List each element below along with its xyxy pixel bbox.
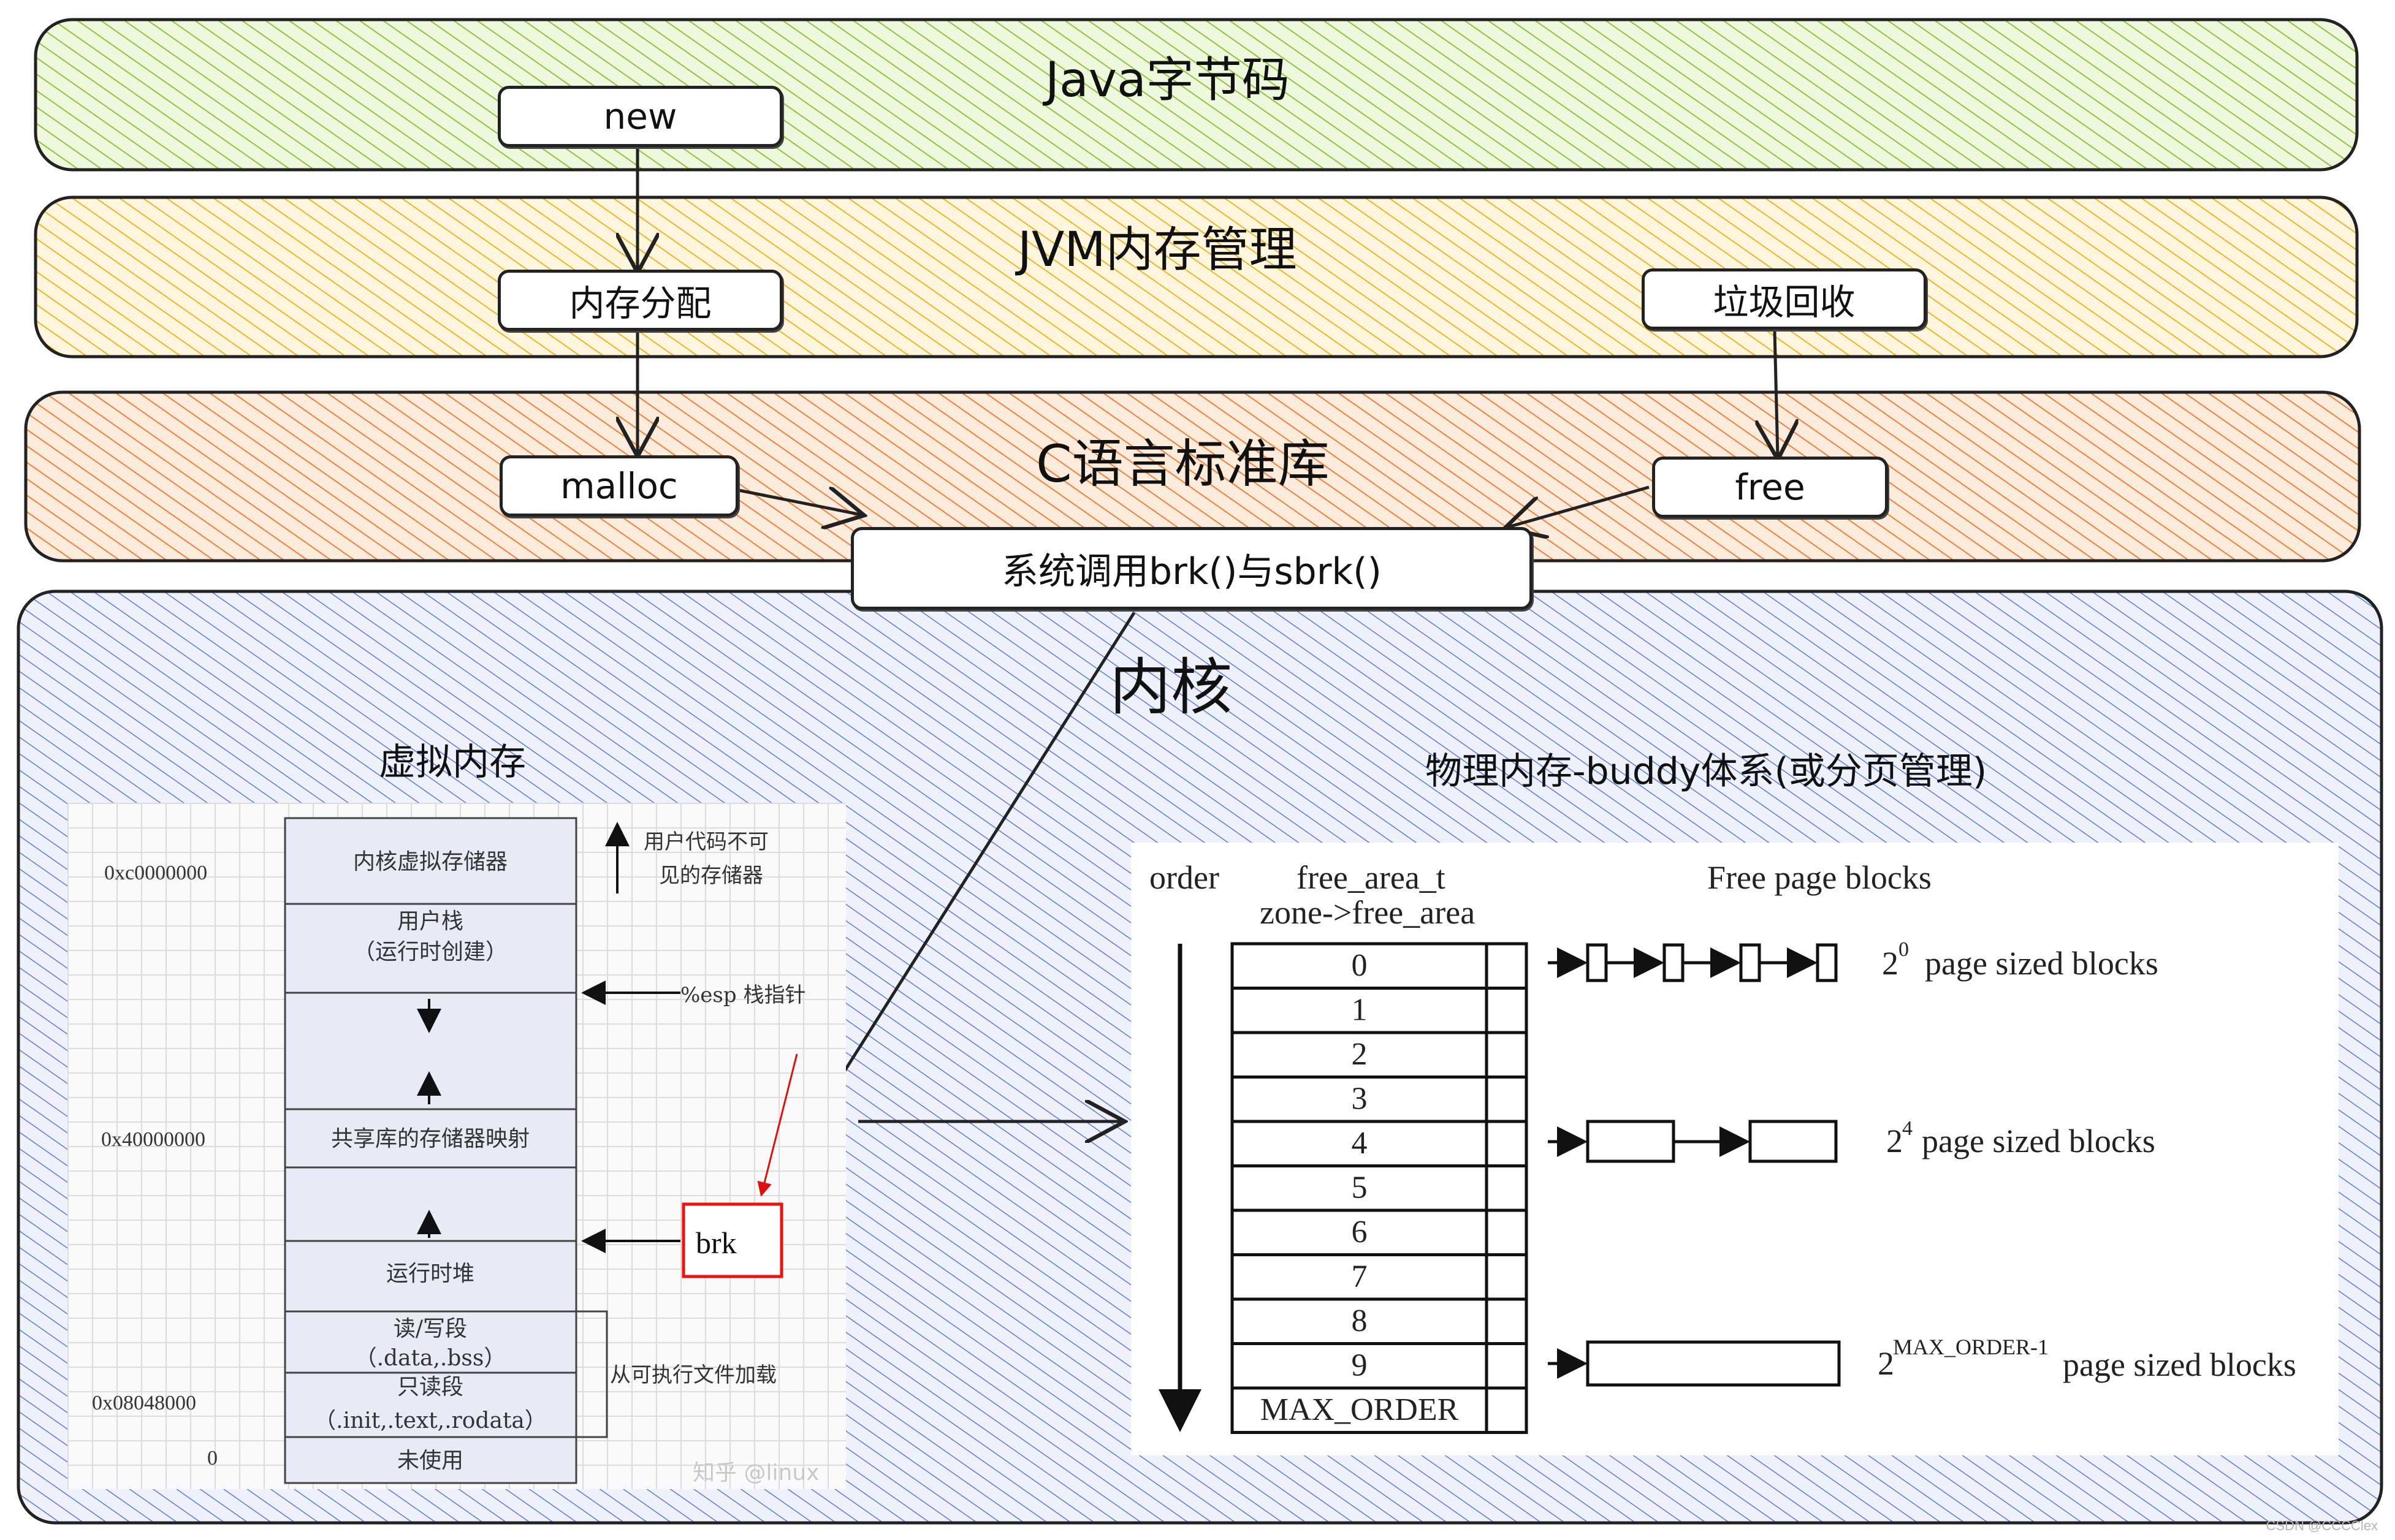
block-label-base: 2 <box>1886 1123 1903 1159</box>
order-cell <box>1230 1208 1488 1256</box>
block-label-text: page sized blocks <box>2063 1346 2296 1383</box>
order-label: 4 <box>1352 1126 1368 1161</box>
buddy-drawing: order free_area_t zone->free_area Free p… <box>1149 859 2296 1434</box>
block-label-text: page sized blocks <box>1925 945 2158 982</box>
block-label-exp: 4 <box>1902 1117 1913 1140</box>
order-label: 6 <box>1352 1215 1368 1250</box>
page-block <box>1586 1120 1675 1163</box>
vm-segment-label: 运行时堆 <box>386 1261 474 1286</box>
vm-brk-label: brk <box>696 1226 737 1260</box>
page-block <box>1662 943 1685 982</box>
vm-segment-label: 用户栈 <box>397 909 463 934</box>
vm-segment-label: 读/写段 <box>394 1316 467 1341</box>
brk-red-arrow <box>757 1053 798 1197</box>
layer-title-jvm: JVM内存管理 <box>1018 222 1297 278</box>
layer-title-kernel: 内核 <box>1110 651 1232 723</box>
order-label: 8 <box>1352 1303 1368 1338</box>
arrow-free-to-syscall <box>1508 485 1650 527</box>
order-cell <box>1230 1386 1488 1434</box>
vm-address: 0xc0000000 <box>104 862 207 884</box>
page-block <box>1586 943 1608 982</box>
order-pointer-cell <box>1485 1386 1528 1434</box>
new-box: new <box>498 86 783 147</box>
memory-alloc-box: 内存分配 <box>498 270 783 331</box>
virtual-memory-panel: 0xc0000000 0x40000000 0x08048000 0 内核虚拟存… <box>67 803 846 1489</box>
vm-load-bracket <box>576 1310 608 1438</box>
order-label: MAX_ORDER <box>1260 1392 1459 1427</box>
block-label-text: page sized blocks <box>1922 1123 2155 1159</box>
vm-segment-label: 未使用 <box>397 1448 463 1473</box>
footer-mark: CSDN @CCCClex <box>2266 1518 2378 1533</box>
vm-segment-label: 共享库的存储器映射 <box>331 1126 530 1151</box>
order-label: 2 <box>1352 1037 1368 1072</box>
order-cell <box>1230 1164 1488 1212</box>
order-pointer-cell <box>1485 1342 1528 1390</box>
virtual-memory-title: 虚拟内存 <box>379 741 526 784</box>
layer-title-java: Java字节码 <box>1045 53 1290 108</box>
order-label: 3 <box>1352 1082 1368 1117</box>
order-pointer-cell <box>1485 1297 1528 1345</box>
order-pointer-cell <box>1485 1120 1528 1167</box>
buddy-freearea-header: free_area_t <box>1296 859 1445 896</box>
vm-segment-label: 内核虚拟存储器 <box>353 849 508 874</box>
order-pointer-cell <box>1485 1253 1528 1301</box>
syscall-box: 系统调用brk()与sbrk() <box>851 527 1533 610</box>
vm-user-note: 用户代码不可 <box>644 830 769 854</box>
order-label: 7 <box>1352 1259 1368 1294</box>
vm-segment-label: （运行时创建） <box>353 939 508 965</box>
order-pointer-cell <box>1485 1031 1528 1079</box>
brk-highlight-box <box>682 1202 783 1278</box>
order-label: 1 <box>1352 993 1368 1028</box>
vm-user-note: 见的存储器 <box>659 863 763 888</box>
block-label-base: 2 <box>1878 1345 1894 1382</box>
arrow-malloc-to-syscall <box>738 490 861 515</box>
gc-box: 垃圾回收 <box>1642 268 1927 330</box>
vm-watermark: 知乎 @linux <box>693 1460 819 1485</box>
order-pointer-cell <box>1485 942 1528 990</box>
order-label: 9 <box>1352 1348 1368 1383</box>
free-box: free <box>1652 457 1888 518</box>
order-label: 5 <box>1352 1170 1368 1205</box>
vm-esp-label: %esp 栈指针 <box>680 983 805 1007</box>
malloc-box: malloc <box>500 455 739 517</box>
order-pointer-cell <box>1485 1075 1528 1123</box>
buddy-order-header: order <box>1149 859 1219 896</box>
vm-segment-label: 只读段 <box>397 1375 463 1400</box>
vm-address: 0x40000000 <box>101 1128 205 1151</box>
vm-load-label: 从可执行文件加载 <box>610 1363 777 1387</box>
order-cell <box>1230 1297 1488 1345</box>
buddy-freearea-header: zone->free_area <box>1260 894 1475 931</box>
order-pointer-cell <box>1485 1164 1528 1212</box>
layer-title-clib: C语言标准库 <box>1036 434 1330 494</box>
page-block <box>1739 943 1761 982</box>
block-label-exp: MAX_ORDER-1 <box>1893 1335 2049 1359</box>
block-label-base: 2 <box>1882 945 1898 982</box>
page-block <box>1586 1340 1841 1387</box>
page-block <box>1816 943 1838 982</box>
order-pointer-cell <box>1485 1208 1528 1256</box>
order-pointer-cell <box>1485 987 1528 1034</box>
buddy-freeblocks-header: Free page blocks <box>1707 859 1932 896</box>
vm-segment-label: （.init,.text,.rodata） <box>314 1408 547 1433</box>
vm-segment-label: （.data,.bss） <box>355 1346 506 1371</box>
vm-drawing: 0xc0000000 0x40000000 0x08048000 0 内核虚拟存… <box>92 817 819 1485</box>
block-label-exp: 0 <box>1898 938 1909 961</box>
vm-address: 0 <box>207 1447 218 1470</box>
buddy-title: 物理内存-buddy体系(或分页管理) <box>1425 750 1987 793</box>
page-block <box>1748 1120 1838 1163</box>
arrow-gc-to-free <box>1775 330 1778 457</box>
order-label: 0 <box>1352 948 1368 983</box>
order-cell <box>1230 1342 1488 1390</box>
buddy-panel: order free_area_t zone->free_area Free p… <box>1131 843 2339 1455</box>
vm-address: 0x08048000 <box>92 1392 196 1414</box>
